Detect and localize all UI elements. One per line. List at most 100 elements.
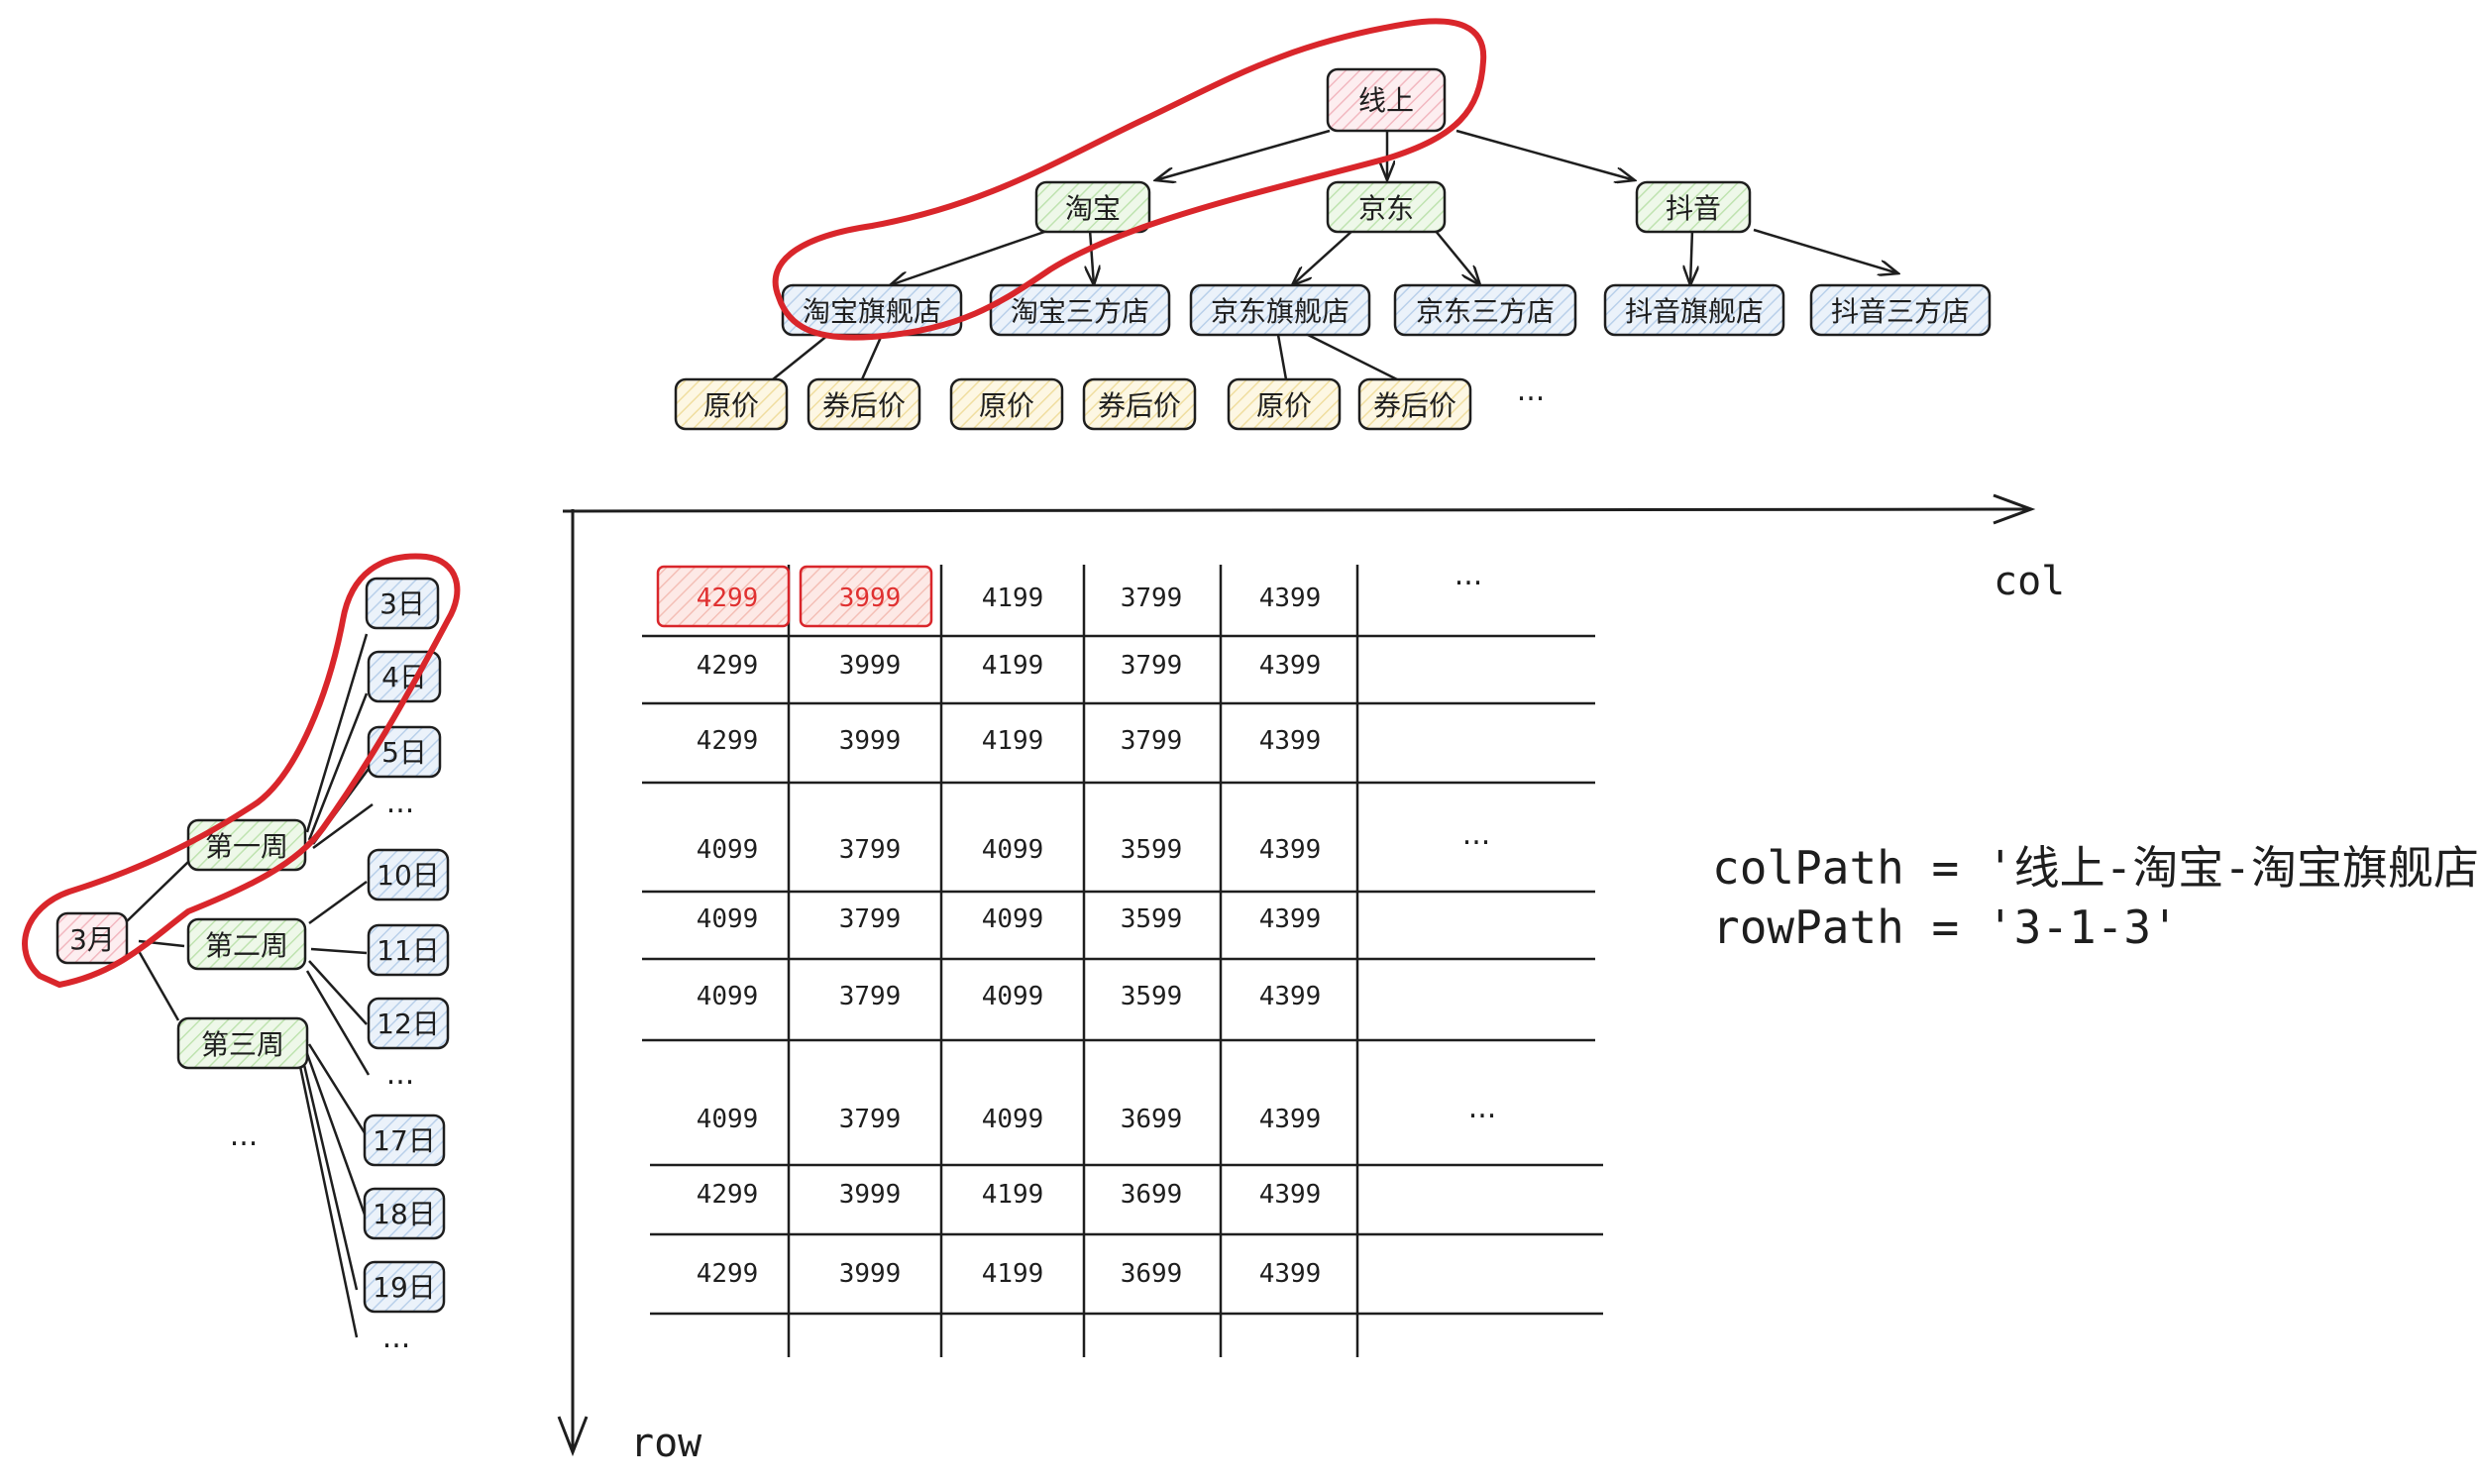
- selected-cells: [656, 565, 933, 628]
- row-node-day: 17日: [363, 1113, 446, 1167]
- grid-cell: 3799: [839, 982, 902, 1011]
- grid-more: ...: [1462, 817, 1491, 852]
- row-node-day: 5日: [367, 725, 442, 779]
- col-node-store-label: 淘宝旗舰店: [803, 295, 941, 328]
- col-node-price: 券后价: [1082, 377, 1197, 431]
- grid-cell: 4199: [982, 583, 1044, 613]
- grid-cell: 4399: [1259, 1259, 1322, 1289]
- row-node-day-label: 3日: [379, 587, 425, 620]
- col-node-channel-label: 淘宝: [1065, 192, 1121, 225]
- col-node-store-label: 抖音旗舰店: [1625, 295, 1764, 328]
- grid-cell: 4099: [982, 982, 1044, 1011]
- col-axis: [562, 507, 2032, 513]
- grid-cell: 3799: [839, 1105, 902, 1134]
- grid-cell: 3699: [1121, 1180, 1183, 1210]
- row-tree-more: ...: [386, 1057, 415, 1092]
- row-tree: 3月 第一周 第二周 第三周 3日 4日 5日 ... 10日: [55, 577, 450, 1355]
- row-node-day-label: 5日: [381, 736, 427, 769]
- grid-cell: 3999: [839, 651, 902, 681]
- grid-cell: 3699: [1121, 1259, 1183, 1289]
- col-node-price-label: 原价: [703, 389, 759, 422]
- grid-cell: 4099: [697, 904, 759, 934]
- grid-cell: 4099: [982, 1105, 1044, 1134]
- col-node-store: 京东旗舰店: [1189, 283, 1371, 337]
- row-node-day: 18日: [363, 1187, 446, 1240]
- grid-cell: 4099: [697, 835, 759, 865]
- col-node-root-label: 线上: [1358, 84, 1414, 117]
- row-path-text: rowPath = '3-1-3': [1712, 901, 2179, 954]
- grid-cell: 4099: [697, 982, 759, 1011]
- row-node-day-label: 18日: [373, 1198, 436, 1230]
- grid-cell: 4399: [1259, 1105, 1322, 1134]
- grid-cell: 4399: [1259, 651, 1322, 681]
- col-node-store: 淘宝旗舰店: [781, 283, 963, 337]
- row-node-month: 3月: [55, 911, 129, 965]
- selected-cell: [799, 565, 933, 628]
- grid-cell: 3799: [1121, 651, 1183, 681]
- row-tree-more: ...: [230, 1118, 259, 1153]
- grid-cell: 4299: [697, 651, 759, 681]
- grid-cell: 4299: [697, 1180, 759, 1210]
- grid-cell: 3799: [1121, 726, 1183, 756]
- col-node-price-label: 券后价: [822, 389, 906, 422]
- grid-cell: 4399: [1259, 1180, 1322, 1210]
- col-node-price-label: 原价: [979, 389, 1034, 422]
- col-tree-edges: [772, 129, 1898, 381]
- grid-cell: 4099: [982, 904, 1044, 934]
- grid-cell: 4199: [982, 1259, 1044, 1289]
- col-node-channel-label: 抖音: [1666, 192, 1721, 225]
- row-node-day: 10日: [367, 848, 450, 901]
- col-node-store: 淘宝三方店: [989, 283, 1171, 337]
- col-node-price-label: 原价: [1256, 389, 1312, 422]
- grid-cell: 4299: [697, 726, 759, 756]
- col-tree-more: ...: [1517, 373, 1546, 408]
- col-node-price: 原价: [1227, 377, 1342, 431]
- row-node-week-label: 第一周: [205, 830, 288, 863]
- grid-cell: 3799: [839, 904, 902, 934]
- grid-cell: 3999: [839, 726, 902, 756]
- grid-cell: 4399: [1259, 904, 1322, 934]
- row-tree-more: ...: [386, 786, 415, 820]
- row-node-day-label: 19日: [373, 1271, 436, 1304]
- col-node-store: 京东三方店: [1393, 283, 1577, 337]
- row-axis-arrowhead: [557, 1416, 589, 1457]
- grid-cell: 3599: [1121, 835, 1183, 865]
- col-node-channel-douyin: 抖音: [1635, 180, 1752, 234]
- row-node-week-label: 第三周: [201, 1028, 284, 1061]
- row-node-week: 第一周: [186, 818, 307, 872]
- grid-cell: 3999: [839, 583, 902, 613]
- col-node-price: 券后价: [807, 377, 921, 431]
- grid-cell: 4199: [982, 726, 1044, 756]
- col-node-store-label: 淘宝三方店: [1011, 295, 1149, 328]
- col-node-channel-jd: 京东: [1326, 180, 1447, 234]
- row-node-week: 第三周: [176, 1016, 309, 1070]
- row-path-highlight: [22, 553, 461, 988]
- grid-cell: 4299: [697, 583, 759, 613]
- col-axis-arrowhead: [1993, 493, 2036, 525]
- col-node-channel-taobao: 淘宝: [1034, 180, 1151, 234]
- col-node-store: 抖音三方店: [1809, 283, 1992, 337]
- row-node-month-label: 3月: [69, 923, 115, 956]
- row-node-day: 19日: [363, 1260, 446, 1314]
- grid-cell: 4199: [982, 651, 1044, 681]
- row-node-day-label: 11日: [377, 934, 440, 967]
- col-node-store-label: 京东三方店: [1416, 295, 1555, 328]
- col-node-price-label: 券后价: [1098, 389, 1181, 422]
- grid-lines: [642, 565, 1603, 1357]
- col-node-store-label: 京东旗舰店: [1211, 295, 1349, 328]
- grid-more: ...: [1468, 1091, 1497, 1125]
- row-tree-edges: [126, 633, 374, 1338]
- row-node-day: 12日: [367, 997, 450, 1050]
- row-node-day-label: 12日: [377, 1007, 440, 1040]
- row-node-day-label: 10日: [377, 859, 440, 892]
- grid-cell: 4399: [1259, 726, 1322, 756]
- grid-cell: 3999: [839, 1180, 902, 1210]
- col-node-root: 线上: [1326, 67, 1447, 133]
- col-node-price-label: 券后价: [1373, 389, 1456, 422]
- selected-cell: [656, 565, 791, 628]
- col-node-store-label: 抖音三方店: [1831, 295, 1970, 328]
- col-node-price: 原价: [674, 377, 789, 431]
- col-axis-label: col: [1994, 559, 2065, 604]
- row-node-day: 11日: [367, 923, 450, 977]
- grid-cell: 3699: [1121, 1105, 1183, 1134]
